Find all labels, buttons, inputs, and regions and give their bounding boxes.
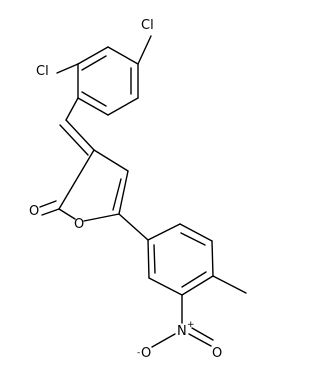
chlorine-label-left: Cl bbox=[36, 64, 49, 79]
bond bbox=[107, 46, 139, 65]
chlorine-label-top: Cl bbox=[141, 18, 154, 33]
bond bbox=[77, 46, 109, 65]
bond bbox=[211, 240, 214, 277]
bond-furanone-to-aryl bbox=[118, 213, 149, 241]
bond bbox=[118, 170, 129, 215]
bond bbox=[181, 271, 207, 288]
bond-to-cl-left bbox=[56, 63, 79, 74]
bond bbox=[179, 223, 213, 242]
bond bbox=[112, 178, 122, 211]
bond bbox=[81, 55, 107, 71]
bond bbox=[181, 275, 214, 296]
exocyclic-double-bond-2 bbox=[59, 124, 89, 156]
molecule-structure-diagram: Cl Cl O O N + O - O bbox=[29, 18, 247, 361]
nitro-nitrogen-label: N bbox=[177, 324, 187, 339]
carbonyl-bond-2 bbox=[39, 200, 57, 208]
bond bbox=[148, 277, 183, 296]
bond bbox=[147, 223, 181, 241]
bond bbox=[81, 91, 107, 107]
carbonyl-oxygen-label: O bbox=[29, 204, 39, 219]
bond bbox=[93, 149, 129, 172]
bond bbox=[107, 97, 139, 116]
bond bbox=[58, 149, 95, 210]
bond bbox=[147, 239, 150, 279]
nitro-oxygen-label-down: O bbox=[141, 346, 151, 361]
nitro-double-bond-2 bbox=[191, 327, 214, 341]
nitro-oxygen-label-right: O bbox=[212, 346, 222, 361]
bond bbox=[83, 213, 120, 222]
methyl-bond bbox=[212, 275, 247, 294]
bond-to-cl-top bbox=[137, 35, 152, 65]
bond bbox=[153, 244, 156, 274]
carbonyl-bond bbox=[41, 208, 60, 216]
bond-ring-to-methylidene bbox=[65, 97, 79, 121]
ring-oxygen-label: O bbox=[74, 217, 84, 232]
bond bbox=[77, 97, 109, 116]
bond bbox=[180, 232, 206, 246]
nitro-single-bond bbox=[151, 333, 176, 348]
nitro-double-bond bbox=[188, 333, 212, 347]
nitrogen-positive-charge: + bbox=[187, 320, 195, 330]
dichlorophenyl-ring bbox=[77, 46, 139, 116]
exocyclic-double-bond bbox=[65, 119, 95, 151]
furanone-ring bbox=[58, 149, 129, 222]
oxygen-negative-charge: - bbox=[137, 348, 140, 358]
bond bbox=[58, 208, 76, 220]
methyl-nitrophenyl-ring bbox=[147, 223, 214, 296]
